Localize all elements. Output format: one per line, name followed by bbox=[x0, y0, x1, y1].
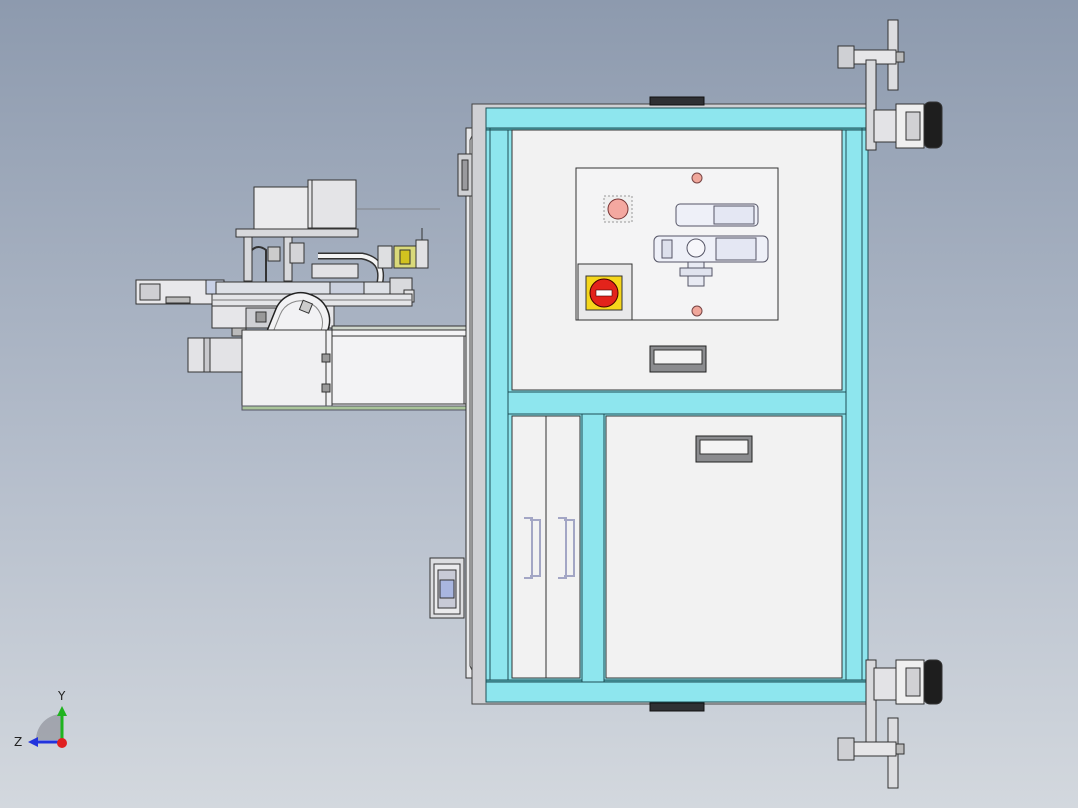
y-axis-label: Y bbox=[57, 689, 66, 703]
caster-wheel-icon bbox=[865, 659, 943, 751]
lower-door-panels bbox=[511, 415, 843, 679]
door-pull-handle-right[interactable] bbox=[558, 517, 575, 579]
door-pull-handle-left[interactable] bbox=[524, 517, 541, 579]
z-axis-arrowhead bbox=[28, 737, 38, 747]
cylinder-bracket bbox=[429, 557, 465, 619]
indicator-lamp-icon bbox=[603, 195, 633, 223]
electrical-panel-door bbox=[511, 129, 843, 391]
triad-plane bbox=[36, 714, 62, 740]
leveling-foot-icon bbox=[837, 717, 905, 789]
x-axis-dot bbox=[57, 738, 67, 748]
y-axis-arrowhead bbox=[57, 706, 67, 716]
air-regulator-assembly bbox=[653, 203, 769, 287]
emergency-stop-switch-icon[interactable] bbox=[577, 263, 633, 321]
feeder-mechanism bbox=[135, 179, 471, 411]
z-axis-label: Z bbox=[14, 735, 22, 749]
recessed-handle-icon[interactable] bbox=[695, 435, 753, 463]
recessed-handle-icon[interactable] bbox=[649, 345, 707, 373]
axis-triad[interactable]: Y Z bbox=[14, 689, 67, 749]
caster-wheel-icon bbox=[865, 59, 943, 151]
